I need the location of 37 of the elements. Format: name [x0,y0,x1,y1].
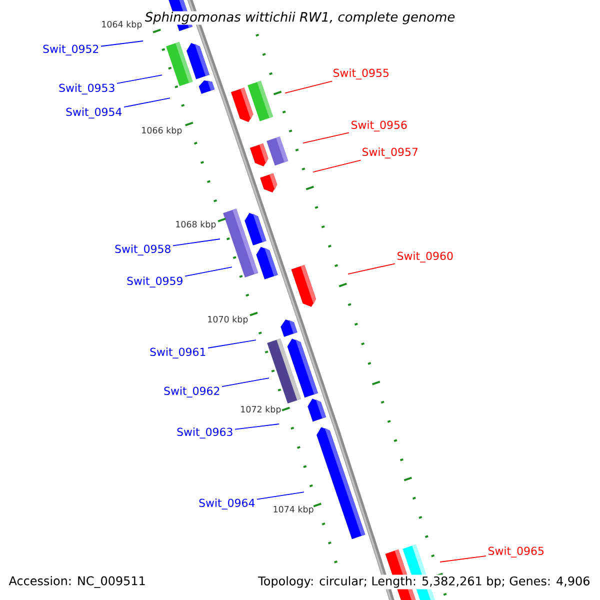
gene-label: Swit_0964 [199,498,255,510]
genome-info-text: Topology: circular; Length: 5,382,261 bp; Genes: 4,906 [256,574,592,590]
scale-label: 1074 kbp [274,506,314,514]
scale-label: 1066 kbp [142,126,182,136]
leader-line [100,40,144,47]
accession-text: Accession: NC_009511 [7,574,148,590]
gene-label: Swit_0955 [334,68,388,80]
gene-label: Swit_0957 [362,148,418,158]
gene-label: Swit_0954 [66,108,122,118]
leader-line [440,556,486,562]
gene-label: Swit_0962 [164,386,220,398]
leader-line [312,160,362,172]
gene-label: Swit_0953 [59,84,114,94]
leader-line [302,132,350,144]
leader-line [208,340,256,348]
leader-line [172,238,220,246]
leader-line [348,263,396,274]
gene-label: Swit_0956 [352,120,407,132]
gene-label: Swit_0963 [177,428,232,438]
scale-label: 1064 kbp [102,20,142,30]
leader-line [256,492,304,500]
gene-label: Swit_0959 [127,276,182,288]
scale-label: 1072 kbp [241,406,281,414]
gene-label: Swit_0958 [115,244,170,256]
scale-label: 1068 kbp [176,220,216,230]
gene-label: Swit_0952 [43,44,98,56]
gene-label: Swit_0965 [488,546,544,558]
leader-line [284,80,333,94]
title: Sphingomonas wittichii RW1, complete genome [144,11,456,25]
gene-label: Swit_0960 [398,252,453,262]
gene-label: Swit_0961 [150,348,206,358]
leader-line [124,98,170,108]
leader-line [184,266,232,277]
leader-line [222,378,270,387]
scale-label: 1070 kbp [208,316,248,324]
leader-line [116,74,162,84]
leader-line [234,424,280,430]
